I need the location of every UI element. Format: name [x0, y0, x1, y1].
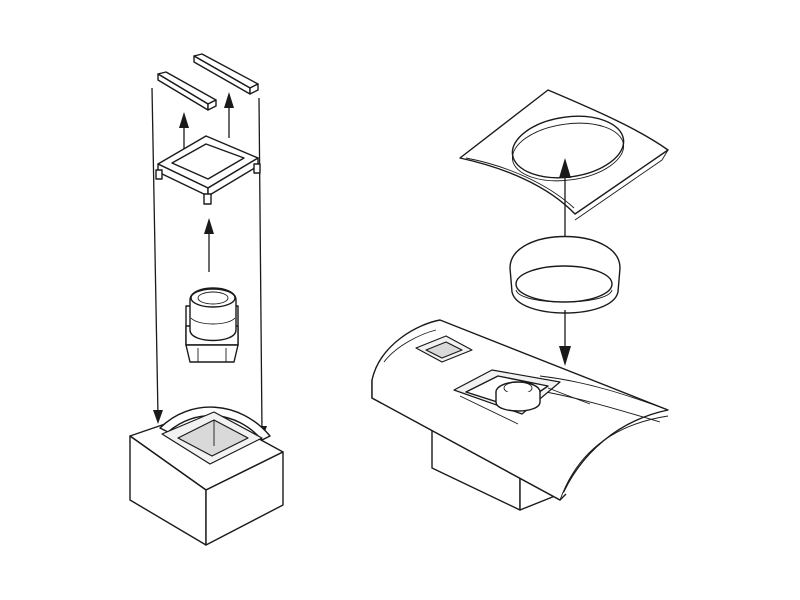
arrow-head-up-strip-left — [179, 112, 189, 128]
right-assembly — [371, 89, 669, 511]
lens-cylinder — [185, 287, 239, 363]
arrow-head-up-panel — [559, 158, 571, 178]
left-assembly — [129, 53, 284, 546]
fuselage-section — [371, 319, 669, 511]
ring — [509, 235, 621, 314]
strip-left — [157, 71, 217, 111]
strip-right — [193, 53, 259, 95]
curved-panel — [459, 89, 669, 221]
square-frame — [155, 135, 261, 205]
arrow-head-down-left — [153, 410, 163, 424]
arrow-head-up-frame — [204, 218, 214, 234]
arrow-head-up-strip-right — [224, 92, 234, 108]
arrow-head-down-fuselage — [559, 346, 571, 366]
guide-line-left — [151, 87, 159, 417]
guide-line-right — [258, 97, 263, 433]
base-box — [129, 406, 284, 546]
